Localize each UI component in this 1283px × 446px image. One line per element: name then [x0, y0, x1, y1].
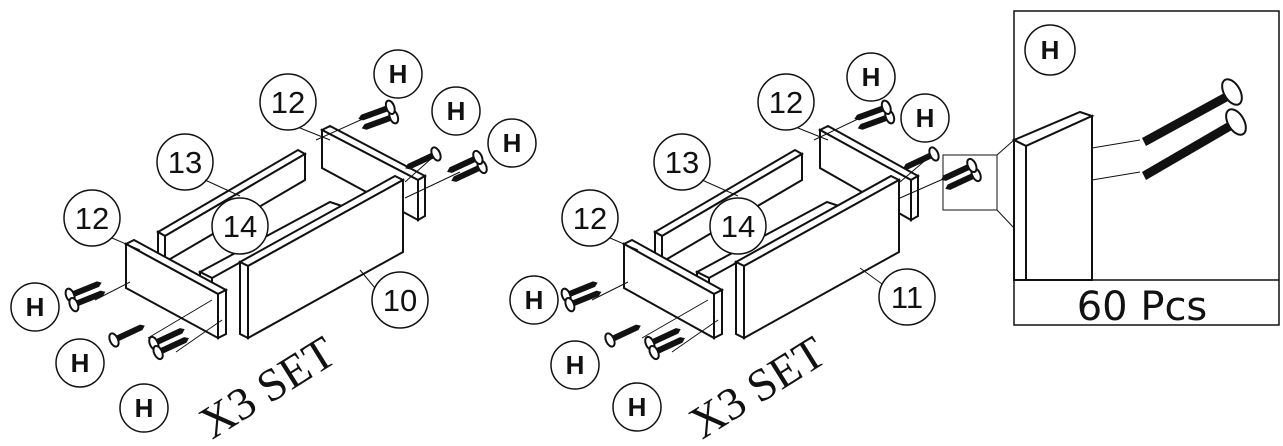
- label-bottom: 14: [223, 209, 257, 244]
- front-panel: [237, 174, 406, 340]
- screw-group-bottom: [147, 323, 192, 361]
- label-screw-2: H: [916, 103, 935, 133]
- label-screw-6: H: [628, 392, 647, 422]
- multiplier-text: X3 SET: [680, 326, 834, 446]
- guide-lines: [94, 117, 461, 353]
- screw-group-bottom: [643, 323, 688, 361]
- label-side-left: 12: [573, 201, 607, 236]
- detail-panel-board: [1011, 110, 1095, 281]
- label-screw-5: H: [566, 350, 585, 380]
- multiplier-text: X3 SET: [190, 326, 344, 446]
- label-front: 10: [383, 283, 417, 318]
- screw-single-left: [106, 318, 149, 350]
- right-assembly: 12 13 14 12 11 H H H H H X3 SET: [509, 52, 1015, 446]
- label-back: 13: [168, 145, 202, 180]
- detail-screw-2: [1142, 108, 1247, 180]
- screw-group-left: [64, 276, 108, 312]
- label-screw-1: H: [862, 62, 881, 92]
- label-back: 13: [665, 145, 699, 180]
- label-screw-4: H: [525, 285, 544, 315]
- detail-panel: H 60 Pcs: [1011, 10, 1280, 330]
- label-screw-1: H: [389, 59, 408, 89]
- detail-screw-1: [1142, 78, 1243, 146]
- front-panel: [733, 174, 902, 340]
- left-side-panel: [621, 238, 725, 340]
- screw-single-left: [602, 318, 645, 350]
- label-bottom: 14: [721, 209, 755, 244]
- screw-group-top: [852, 99, 896, 135]
- label-screw-3: H: [503, 128, 522, 158]
- label-side-right: 12: [769, 85, 803, 120]
- label-screw-4: H: [26, 292, 45, 322]
- detail-quantity: 60 Pcs: [1077, 284, 1208, 330]
- detail-part-label: H: [1041, 35, 1060, 65]
- label-side-right: 12: [271, 85, 305, 120]
- left-side-panel: [123, 238, 229, 340]
- label-screw-2: H: [447, 96, 466, 126]
- label-side-left: 12: [75, 201, 109, 236]
- label-front: 11: [891, 280, 923, 315]
- left-assembly: 12 13 14 12 10 H H H H H H X3 SET: [10, 49, 537, 446]
- screw-group-top: [356, 99, 400, 135]
- label-screw-5: H: [71, 348, 90, 378]
- screw-group-left: [560, 276, 604, 312]
- screw-group-right: [444, 149, 489, 187]
- screw-group-right: [938, 157, 983, 195]
- detail-selection-box: [942, 154, 998, 211]
- label-screw-6: H: [135, 393, 154, 423]
